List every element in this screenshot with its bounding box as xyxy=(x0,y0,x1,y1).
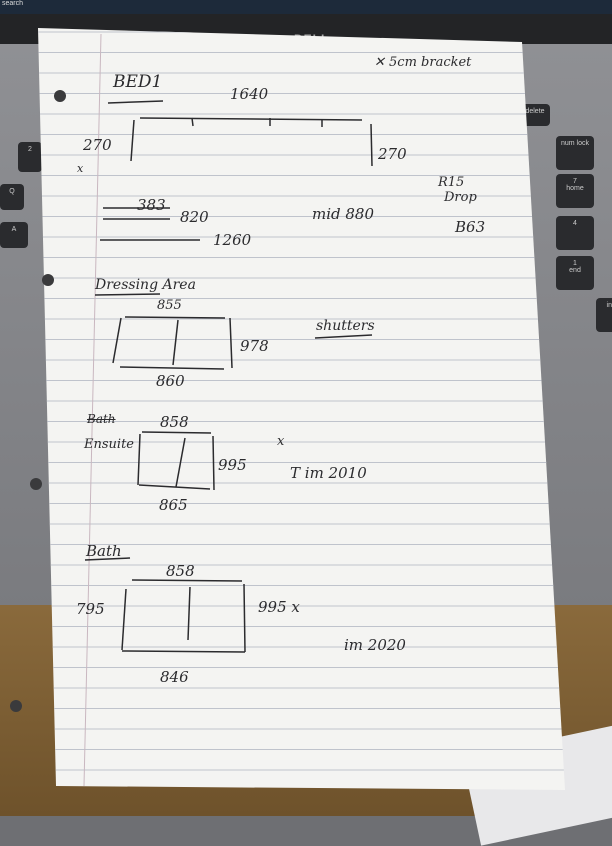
bed1-left-line xyxy=(130,119,135,162)
note-bracket: ✕ 5cm bracket xyxy=(374,55,472,70)
bath-top: 858 xyxy=(166,562,195,580)
taskbar-search: search xyxy=(2,0,24,7)
key-a: A xyxy=(0,222,28,248)
laptop-screen: search xyxy=(0,0,612,14)
paper-drawings xyxy=(10,33,373,787)
key-ins: ins xyxy=(596,298,612,332)
bed1-wall-line xyxy=(139,117,363,121)
rail-b63: B63 xyxy=(455,218,486,236)
bed1-width: 1640 xyxy=(230,85,269,103)
ensuite-title: Ensuite xyxy=(84,437,134,452)
dressing-title: Dressing Area xyxy=(95,277,196,293)
dressing-side: 978 xyxy=(240,337,269,355)
bath-side: 995 x xyxy=(258,598,300,616)
margin-line xyxy=(83,33,102,787)
rail-r15: R15 xyxy=(438,175,465,190)
bed1-title: BED1 xyxy=(113,72,163,92)
bed1-mark: x xyxy=(77,162,84,175)
bath-title: Bath xyxy=(86,542,122,560)
bed1-underline xyxy=(107,100,164,104)
key-2: 2 xyxy=(18,142,42,172)
dressing-top: 855 xyxy=(157,298,182,313)
lined-paper xyxy=(38,28,565,790)
binder-hole xyxy=(42,274,54,286)
dressing-bottom: 860 xyxy=(156,372,185,390)
key-q: Q xyxy=(0,184,24,210)
key-label: 1 xyxy=(573,260,577,267)
bath-note: im 2020 xyxy=(344,636,406,654)
dressing-note: shutters xyxy=(316,318,375,334)
key-label: 7 xyxy=(573,178,577,185)
binder-hole xyxy=(54,90,66,102)
key-4: 4 xyxy=(556,216,594,250)
binder-hole xyxy=(30,478,42,490)
bed1-right-line xyxy=(370,123,373,167)
key-label: home xyxy=(566,185,584,192)
rail-drop: Drop xyxy=(444,190,477,205)
ensuite-top: 858 xyxy=(160,413,189,431)
ensuite-mark: x xyxy=(277,434,285,449)
bath-bottom: 846 xyxy=(160,668,189,686)
bed1-left-height: 270 xyxy=(83,136,112,154)
key-delete: delete xyxy=(520,104,550,126)
ensuite-bottom: 865 xyxy=(159,496,188,514)
bed1-right-height: 270 xyxy=(378,145,407,163)
position-820: 820 xyxy=(180,208,209,226)
ensuite-title-crossed: Bath xyxy=(87,412,116,426)
ensuite-side: 995 xyxy=(218,456,247,474)
binder-hole xyxy=(10,700,22,712)
mid-note: mid 880 xyxy=(312,205,375,223)
ensuite-note: T im 2010 xyxy=(290,464,367,482)
position-383: 383 xyxy=(137,196,166,214)
key-numlock: num lock xyxy=(556,136,594,170)
position-1260: 1260 xyxy=(213,231,252,249)
bath-left: 795 xyxy=(76,600,105,618)
key-label: end xyxy=(569,267,581,274)
